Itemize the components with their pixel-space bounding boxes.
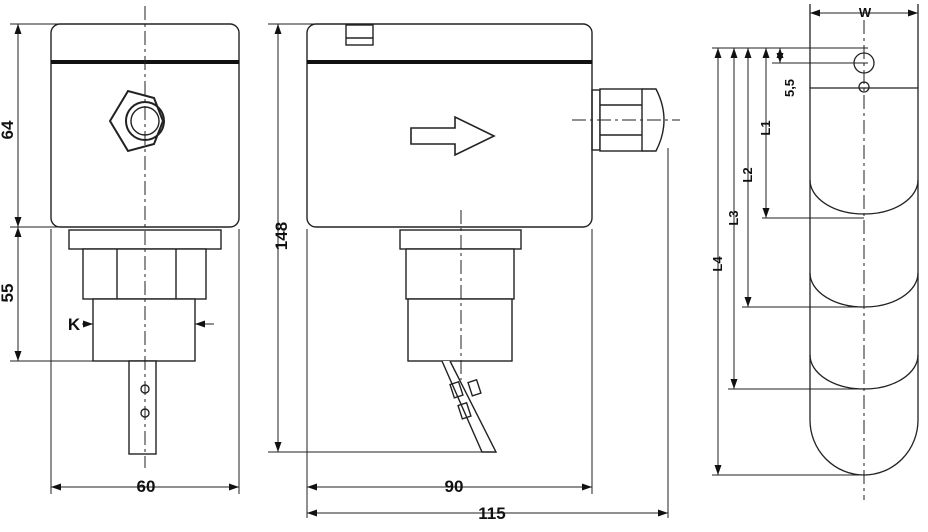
front-thread xyxy=(92,298,196,362)
side-hex-body xyxy=(405,248,515,300)
paddle-top-tab xyxy=(809,4,919,88)
k-label: K xyxy=(68,315,81,334)
paddle-dimensions xyxy=(712,9,918,476)
flow-arrow-icon xyxy=(410,115,496,157)
side-housing xyxy=(306,23,593,228)
side-thread xyxy=(407,298,513,362)
paddle-length-label-l1: L1 xyxy=(758,120,773,135)
side-paddle xyxy=(441,360,498,453)
front-height-lower-label: 55 xyxy=(0,284,17,303)
side-paddle-clamp-1 xyxy=(449,380,464,399)
paddle-view xyxy=(809,4,919,500)
paddle-length-label-l2: L2 xyxy=(740,167,755,182)
paddle-hole-label: 5,5 xyxy=(782,79,797,97)
side-gland-cap xyxy=(642,88,665,152)
side-width-label: 90 xyxy=(445,477,464,496)
side-paddle-clamp-3 xyxy=(457,401,472,420)
front-view xyxy=(50,6,240,468)
side-paddle-clamp-2 xyxy=(467,378,482,397)
paddle-length-label-l3: L3 xyxy=(726,210,741,225)
paddle-width-label: W xyxy=(859,5,872,20)
hex-nut xyxy=(108,89,165,153)
front-paddle-stem xyxy=(128,360,157,455)
side-total-height-label: 148 xyxy=(272,222,291,250)
side-top-tab xyxy=(345,24,374,46)
paddle-length-label-l4: L4 xyxy=(710,256,725,272)
front-height-upper-label: 64 xyxy=(0,120,17,139)
side-view xyxy=(306,23,680,453)
front-width-label: 60 xyxy=(137,477,156,496)
side-total-width-label: 115 xyxy=(478,504,505,523)
front-dimensions xyxy=(10,23,240,494)
side-dimensions xyxy=(268,23,669,518)
